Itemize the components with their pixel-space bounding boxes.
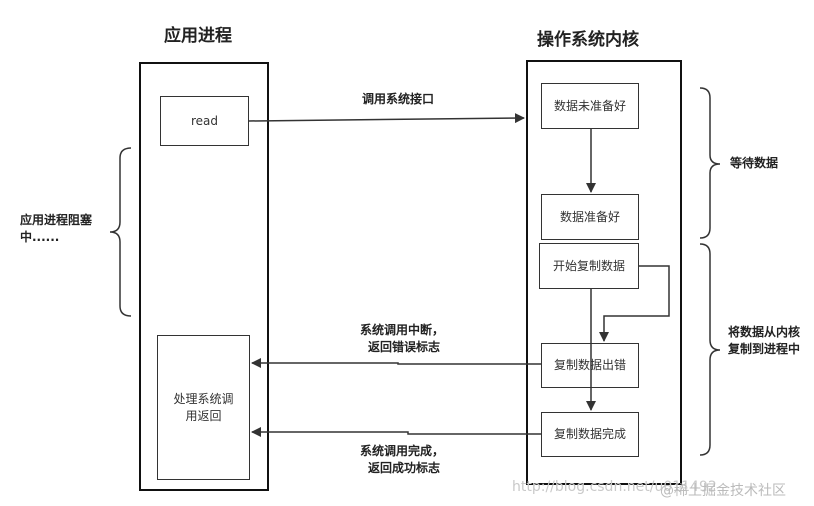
interrupt-label: 系统调用中断， 返回错误标志	[360, 322, 444, 357]
interrupt-label-line1: 系统调用中断，	[360, 323, 445, 337]
read-box: read	[160, 96, 249, 146]
app-process-heading: 应用进程	[164, 26, 232, 46]
data-ready-box: 数据准备好	[541, 194, 639, 240]
handle-return-label: 处理系统调用返回	[173, 391, 234, 423]
app-process-panel	[139, 62, 269, 491]
data-not-ready-box: 数据未准备好	[541, 83, 639, 129]
copying-brace-icon	[699, 243, 721, 456]
waiting-brace-icon	[699, 87, 721, 239]
success-return-arrow	[251, 427, 541, 437]
start-copy-box: 开始复制数据	[539, 243, 639, 289]
copying-label: 将数据从内核复制到进程中	[728, 325, 801, 357]
complete-label-line1: 系统调用完成，	[360, 444, 445, 458]
blocked-label: 应用进程阻塞中......	[20, 213, 93, 245]
kernel-heading: 操作系统内核	[537, 30, 639, 50]
blocked-brace-icon	[109, 147, 132, 317]
kernel-panel	[526, 60, 682, 485]
copy-error-box: 复制数据出错	[541, 343, 639, 388]
interrupt-label-line2: 返回错误标志	[368, 340, 441, 355]
watermark-site: @稀土掘金技术社区	[660, 483, 786, 499]
handle-return-box: 处理系统调用返回	[157, 335, 250, 480]
waiting-label: 等待数据	[730, 156, 779, 170]
complete-label-line2: 返回成功标志	[368, 461, 441, 476]
copy-done-box: 复制数据完成	[541, 412, 639, 457]
syscall-label: 调用系统接口	[362, 92, 435, 106]
error-return-arrow	[251, 358, 541, 368]
syscall-arrow	[248, 113, 525, 124]
start-copy-to-error-arrow	[599, 265, 670, 342]
watermark-url: http://blog.csdn.net/u011492	[512, 479, 717, 495]
complete-label: 系统调用完成， 返回成功标志	[360, 443, 444, 478]
